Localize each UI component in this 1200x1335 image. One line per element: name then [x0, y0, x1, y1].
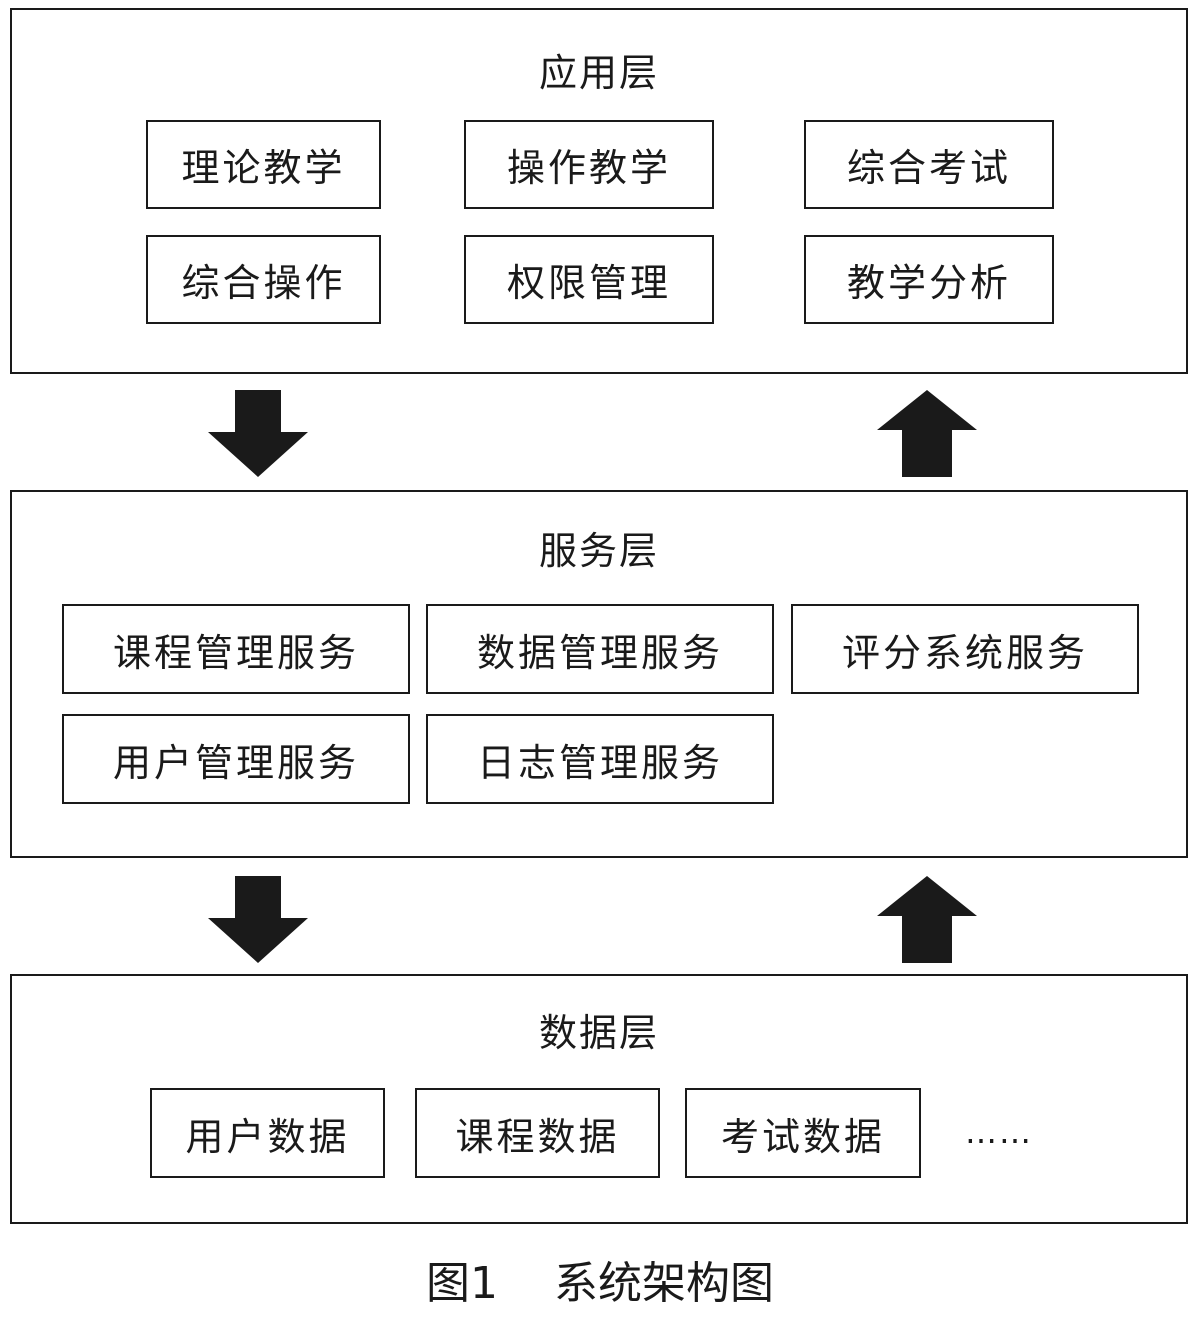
- module-theory-teaching: 理论教学: [146, 120, 381, 209]
- data-layer: 数据层 用户数据 课程数据 考试数据 ……: [10, 974, 1188, 1224]
- module-course-data: 课程数据: [415, 1088, 660, 1178]
- module-scoring-system-service: 评分系统服务: [791, 604, 1139, 694]
- figure-label: 图1: [426, 1258, 499, 1309]
- module-log-management-service: 日志管理服务: [426, 714, 774, 804]
- service-layer-title: 服务层: [538, 529, 659, 573]
- service-layer: 服务层 课程管理服务 数据管理服务 评分系统服务 用户管理服务 日志管理服务: [10, 490, 1188, 858]
- module-comprehensive-operation: 综合操作: [146, 235, 381, 324]
- application-layer-title: 应用层: [538, 51, 659, 95]
- caption-spacer: [498, 1258, 554, 1309]
- module-comprehensive-exam: 综合考试: [804, 120, 1054, 209]
- module-operation-teaching: 操作教学: [464, 120, 714, 209]
- data-layer-title: 数据层: [538, 1011, 659, 1055]
- figure-caption: 图1 系统架构图: [0, 1262, 1200, 1306]
- arrow-up-icon: [877, 876, 977, 963]
- module-teaching-analysis: 教学分析: [804, 235, 1054, 324]
- module-user-data: 用户数据: [150, 1088, 385, 1178]
- module-user-management-service: 用户管理服务: [62, 714, 410, 804]
- arrow-down-icon: [208, 390, 308, 477]
- module-exam-data: 考试数据: [685, 1088, 921, 1178]
- more-ellipsis: ……: [965, 1113, 1033, 1151]
- figure-title: 系统架构图: [553, 1258, 774, 1309]
- application-layer: 应用层 理论教学 操作教学 综合考试 综合操作 权限管理 教学分析: [10, 8, 1188, 374]
- arrow-up-icon: [877, 390, 977, 477]
- module-permission-management: 权限管理: [464, 235, 714, 324]
- module-course-management-service: 课程管理服务: [62, 604, 410, 694]
- module-data-management-service: 数据管理服务: [426, 604, 774, 694]
- arrow-down-icon: [208, 876, 308, 963]
